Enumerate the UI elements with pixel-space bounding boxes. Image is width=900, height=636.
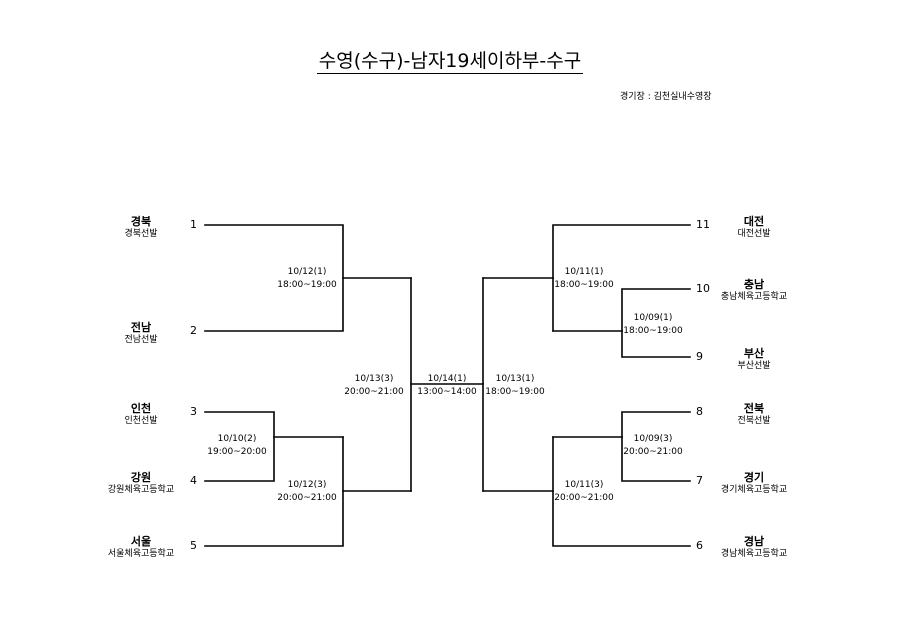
team-gyeonggi: 경기 경기체육고등학교 <box>699 471 809 497</box>
team-jeonnam: 전남 전남선발 <box>86 321 196 347</box>
seed-number: 10 <box>696 282 710 295</box>
match-label: 10/13(1) 18:00~19:00 <box>485 373 544 399</box>
bracket-line <box>552 224 691 332</box>
team-name: 대전 <box>743 215 765 228</box>
team-seoul: 서울 서울체육고등학교 <box>86 535 196 561</box>
match-date: 10/12(3) <box>287 480 327 490</box>
bracket-line <box>621 411 691 482</box>
match-date: 10/13(1) <box>495 374 535 384</box>
team-incheon: 인천 인천선발 <box>86 402 196 428</box>
seed-number: 6 <box>696 539 703 552</box>
team-sub: 경북선발 <box>124 229 158 239</box>
match-label: 10/12(1) 18:00~19:00 <box>277 266 336 292</box>
seed-number: 5 <box>190 539 197 552</box>
match-date: 10/11(1) <box>564 267 604 277</box>
team-sub: 강원체육고등학교 <box>107 485 175 495</box>
match-time: 18:00~19:00 <box>277 280 337 290</box>
match-time: 20:00~21:00 <box>623 447 683 457</box>
match-label: 10/12(3) 20:00~21:00 <box>277 479 336 505</box>
team-name: 경기 <box>743 471 765 484</box>
team-sub: 대전선발 <box>737 229 771 239</box>
team-name: 부산 <box>743 347 765 360</box>
team-busan: 부산 부산선발 <box>699 347 809 373</box>
match-date: 10/10(2) <box>217 434 257 444</box>
seed-number: 7 <box>696 474 703 487</box>
team-name: 인천 <box>130 402 152 415</box>
team-gyeongnam: 경남 경남체육고등학교 <box>699 535 809 561</box>
team-sub: 전북선발 <box>737 416 771 426</box>
match-label: 10/14(1) 13:00~14:00 <box>417 373 476 399</box>
match-label: 10/13(3) 20:00~21:00 <box>344 373 403 399</box>
team-name: 경북 <box>130 215 152 228</box>
seed-number: 3 <box>190 405 197 418</box>
match-label: 10/11(3) 20:00~21:00 <box>554 479 613 505</box>
team-name: 강원 <box>130 471 152 484</box>
match-label: 10/09(1) 18:00~19:00 <box>623 312 682 338</box>
team-gyeongbuk: 경북 경북선발 <box>86 215 196 241</box>
match-time: 20:00~21:00 <box>277 493 337 503</box>
match-date: 10/13(3) <box>354 374 394 384</box>
match-date: 10/11(3) <box>564 480 604 490</box>
team-sub: 충남체육고등학교 <box>720 292 788 302</box>
team-sub: 인천선발 <box>124 416 158 426</box>
match-time: 20:00~21:00 <box>554 493 614 503</box>
seed-number: 2 <box>190 324 197 337</box>
venue-label: 경기장 : 김천실내수영장 <box>620 92 712 102</box>
team-sub: 경기체육고등학교 <box>720 485 788 495</box>
match-time: 13:00~14:00 <box>417 387 477 397</box>
team-name: 전남 <box>130 321 152 334</box>
seed-number: 11 <box>696 218 710 231</box>
match-time: 19:00~20:00 <box>207 447 267 457</box>
match-label: 10/11(1) 18:00~19:00 <box>554 266 613 292</box>
page-title: 수영(수구)-남자19세이하부-수구 <box>316 50 584 74</box>
team-name: 전북 <box>743 402 765 415</box>
seed-number: 1 <box>190 218 197 231</box>
match-time: 18:00~19:00 <box>554 280 614 290</box>
bracket-line <box>552 436 691 547</box>
team-chungnam: 충남 충남체육고등학교 <box>699 278 809 304</box>
team-daejeon: 대전 대전선발 <box>699 215 809 241</box>
match-time: 18:00~19:00 <box>485 387 545 397</box>
match-label: 10/09(3) 20:00~21:00 <box>623 433 682 459</box>
team-gangwon: 강원 강원체육고등학교 <box>86 471 196 497</box>
match-date: 10/09(3) <box>633 434 673 444</box>
bracket-line <box>621 288 691 358</box>
bracket-line <box>204 411 275 482</box>
team-jeonbuk: 전북 전북선발 <box>699 402 809 428</box>
match-time: 18:00~19:00 <box>623 326 683 336</box>
team-sub: 부산선발 <box>737 361 771 371</box>
match-date: 10/14(1) <box>427 374 467 384</box>
seed-number: 9 <box>696 350 703 363</box>
team-sub: 전남선발 <box>124 335 158 345</box>
match-time: 20:00~21:00 <box>344 387 404 397</box>
seed-number: 8 <box>696 405 703 418</box>
team-sub: 경남체육고등학교 <box>720 549 788 559</box>
bracket-line <box>204 436 344 547</box>
seed-number: 4 <box>190 474 197 487</box>
match-date: 10/09(1) <box>633 313 673 323</box>
team-name: 경남 <box>743 535 765 548</box>
match-date: 10/12(1) <box>287 267 327 277</box>
team-name: 충남 <box>743 278 765 291</box>
match-label: 10/10(2) 19:00~20:00 <box>207 433 266 459</box>
team-sub: 서울체육고등학교 <box>107 549 175 559</box>
team-name: 서울 <box>130 535 152 548</box>
